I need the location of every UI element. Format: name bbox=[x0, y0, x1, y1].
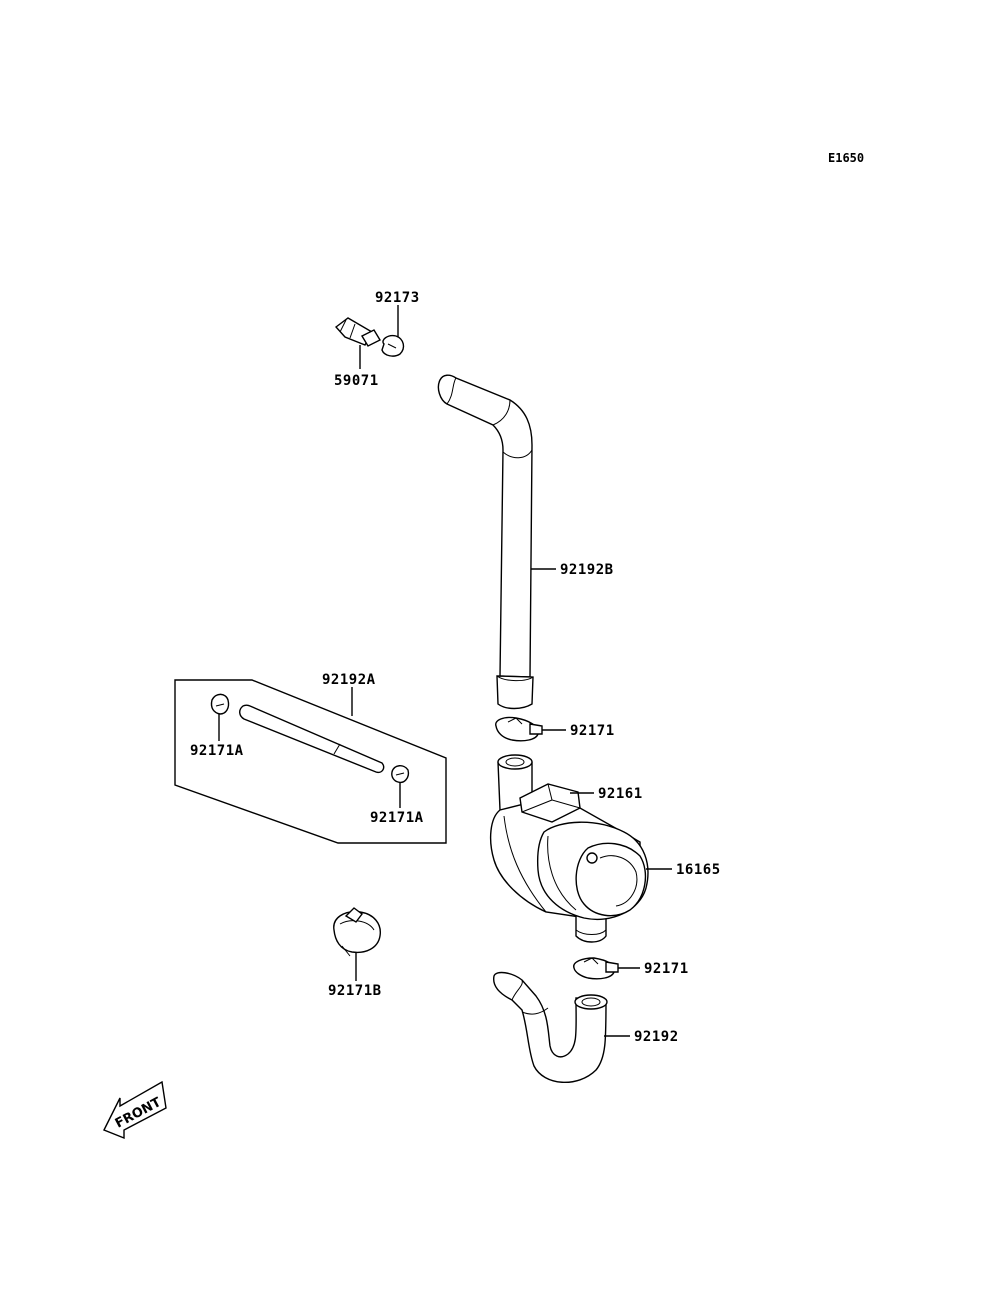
clip-92171-lower[interactable] bbox=[573, 957, 619, 980]
element-16165[interactable] bbox=[536, 821, 649, 920]
clip-92173[interactable] bbox=[381, 334, 405, 357]
clip-92171A-right[interactable] bbox=[391, 765, 410, 784]
clip-92171A-left[interactable] bbox=[210, 693, 230, 715]
label-59071: 59071 bbox=[334, 373, 379, 389]
kit-box-92192A bbox=[174, 679, 447, 844]
label-16165: 16165 bbox=[676, 862, 721, 878]
hose-92192B[interactable] bbox=[437, 374, 534, 710]
label-92171-upper: 92171 bbox=[570, 723, 615, 739]
clamp-92171B[interactable] bbox=[333, 907, 381, 957]
label-92173: 92173 bbox=[375, 290, 420, 306]
label-92171-lower: 92171 bbox=[644, 961, 689, 977]
label-92171A-left: 92171A bbox=[190, 743, 244, 759]
clip-92171-upper[interactable] bbox=[495, 716, 543, 742]
label-92171A-right: 92171A bbox=[370, 810, 424, 826]
label-92192A: 92192A bbox=[322, 672, 376, 688]
label-92192: 92192 bbox=[634, 1029, 679, 1045]
label-92171B: 92171B bbox=[328, 983, 382, 999]
diagram-ref-code: E1650 bbox=[828, 151, 864, 165]
sensor-59071[interactable] bbox=[334, 317, 381, 347]
front-arrow-icon: FRONT bbox=[103, 1080, 167, 1140]
label-92161: 92161 bbox=[598, 786, 643, 802]
hose-92192[interactable] bbox=[493, 971, 608, 1083]
hose-92192A[interactable] bbox=[239, 704, 385, 774]
label-92192B: 92192B bbox=[560, 562, 614, 578]
